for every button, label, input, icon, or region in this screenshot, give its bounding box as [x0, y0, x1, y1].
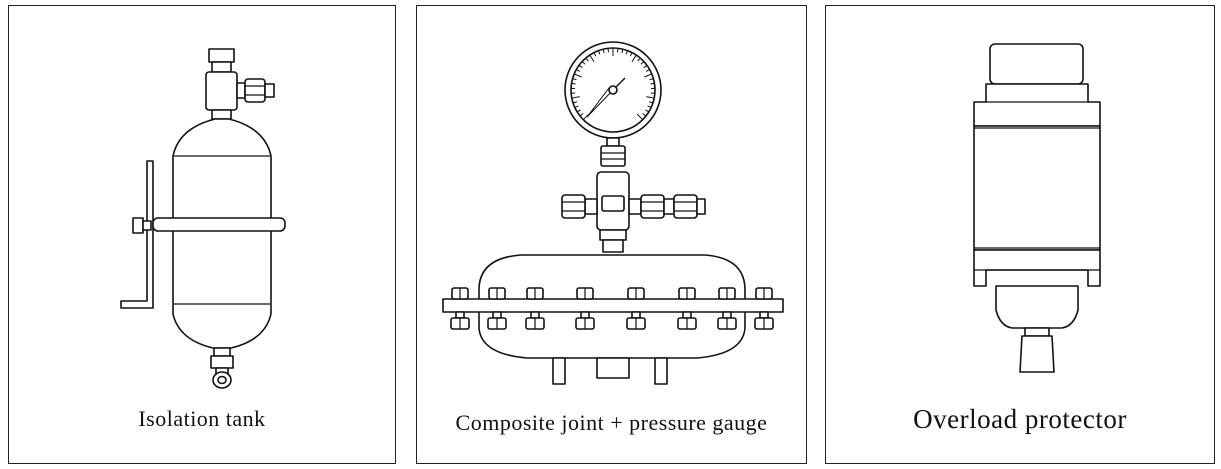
caption-pressure-gauge: Composite joint + pressure gauge: [455, 410, 768, 435]
panel-isolation-tank: Isolation tank: [8, 5, 396, 464]
flange-bolt: [626, 287, 646, 330]
overload-protector-drawing: [973, 43, 1101, 373]
flange-bolt: [450, 287, 470, 330]
pressure-gauge-drawing: [442, 41, 784, 385]
isolation-tank-drawing: [120, 48, 286, 389]
caption-overload-protector: Overload protector: [913, 404, 1127, 434]
caption-isolation-tank: Isolation tank: [138, 406, 266, 431]
flange-bolt: [677, 287, 697, 330]
flange-bolt: [525, 287, 545, 330]
flange-bolt: [575, 287, 595, 330]
flange-bolt: [717, 287, 737, 330]
panel-pressure-gauge: Composite joint + pressure gauge: [416, 5, 807, 464]
panel-overload-protector: Overload protector: [825, 5, 1215, 464]
flange-bolt: [487, 287, 507, 330]
flange-bolt: [754, 287, 774, 330]
